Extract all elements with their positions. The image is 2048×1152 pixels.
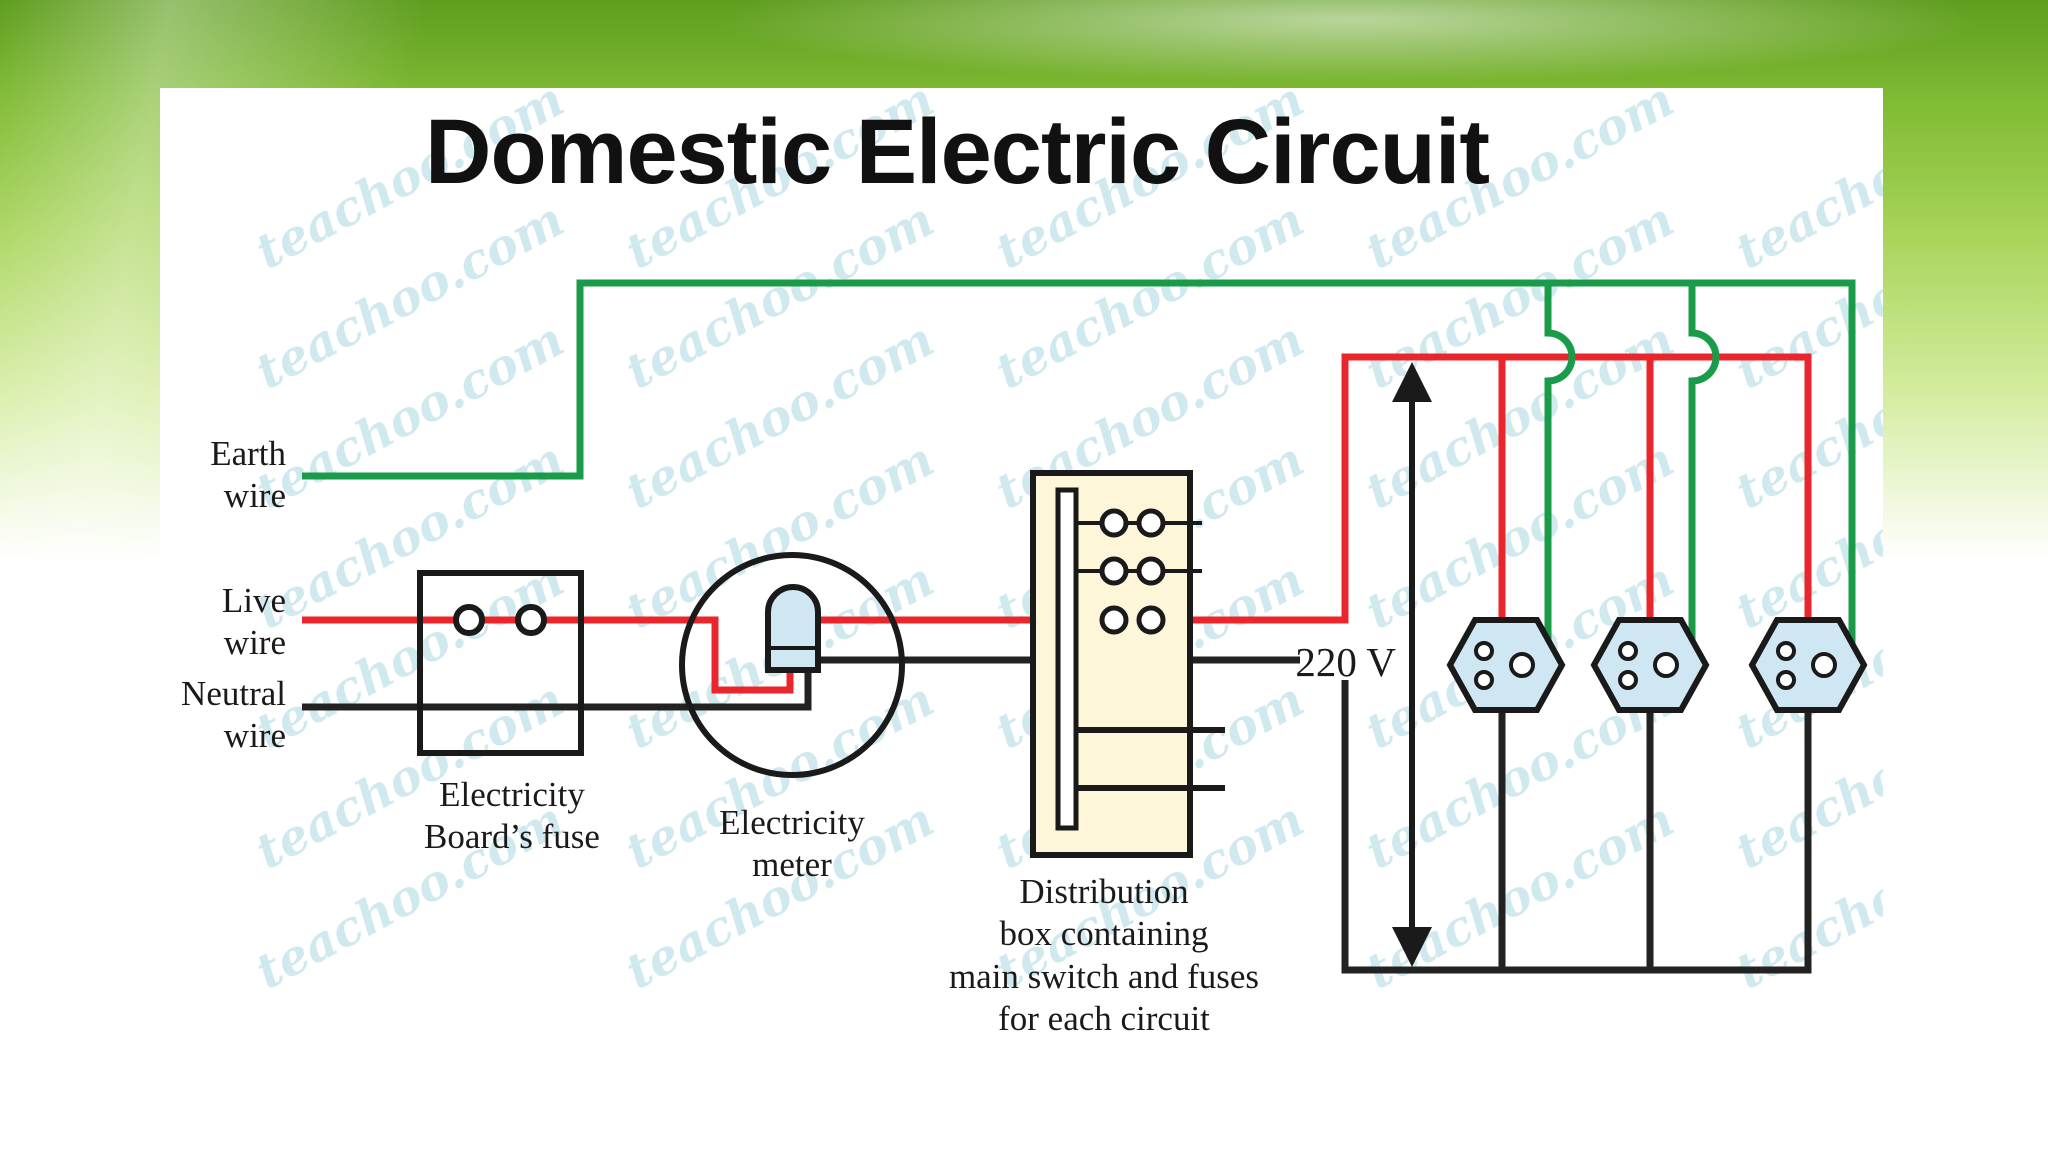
circuit-fuse — [1099, 605, 1129, 635]
neutral-wire-label: Neutral — [181, 674, 286, 713]
board-fuse-label: Electricity — [439, 775, 585, 814]
circuit-fuse — [1136, 556, 1166, 586]
socket-plate — [1748, 617, 1868, 713]
socket-1 — [1446, 617, 1566, 713]
distribution-box-label: box containing — [1000, 914, 1209, 953]
page-title: Domestic Electric Circuit — [425, 101, 1490, 203]
distribution-box-label: Distribution — [1019, 872, 1188, 911]
fuse-terminal-left — [453, 604, 485, 636]
board-fuse-label: Board’s fuse — [424, 817, 600, 856]
main-switch-bar — [1055, 487, 1079, 831]
earth-wire-label: wire — [224, 476, 286, 515]
earth-branch-1 — [1544, 283, 1576, 665]
socket-hole — [1474, 641, 1494, 661]
socket-hole — [1618, 670, 1638, 690]
voltage-label-backdrop — [1300, 630, 1396, 680]
circuit-fuse — [1099, 508, 1129, 538]
meter-label: Electricity — [719, 803, 865, 842]
socket-hole — [1776, 670, 1796, 690]
socket-hole — [1776, 641, 1796, 661]
socket-earth-hole — [1653, 652, 1679, 678]
socket-earth-hole — [1811, 652, 1837, 678]
socket-hole — [1618, 641, 1638, 661]
earth-branch-2 — [1688, 283, 1720, 665]
circuit-fuse — [1136, 508, 1166, 538]
earth-wire-label: Earth — [210, 434, 286, 473]
distribution-box-label: main switch and fuses — [949, 957, 1259, 996]
socket-plate — [1590, 617, 1710, 713]
voltage-arrow-up-icon — [1392, 362, 1432, 402]
socket-2 — [1590, 617, 1710, 713]
meter-label: meter — [752, 845, 832, 884]
voltage-arrow-down-icon — [1392, 927, 1432, 967]
circuit-fuse — [1099, 556, 1129, 586]
voltage-label: 220 V — [1295, 639, 1396, 685]
slide-canvas: teachoo.com teachoo.com teachoo.com teac… — [160, 88, 1883, 1050]
earth-wire — [302, 279, 1856, 665]
circuit-fuses — [1099, 508, 1166, 635]
live-wire-label: wire — [224, 623, 286, 662]
circuit-fuse — [1136, 605, 1166, 635]
board-fuse-box — [417, 570, 584, 756]
socket-3 — [1748, 617, 1868, 713]
live-wire-label: Live — [222, 581, 286, 620]
distribution-box-label: for each circuit — [998, 999, 1210, 1038]
meter-casing — [679, 552, 905, 778]
socket-earth-hole — [1509, 652, 1535, 678]
neutral-wire-label: wire — [224, 716, 286, 755]
socket-hole — [1474, 670, 1494, 690]
socket-plate — [1446, 617, 1566, 713]
fuse-terminal-right — [515, 604, 547, 636]
meter-dial-icon — [765, 584, 821, 673]
